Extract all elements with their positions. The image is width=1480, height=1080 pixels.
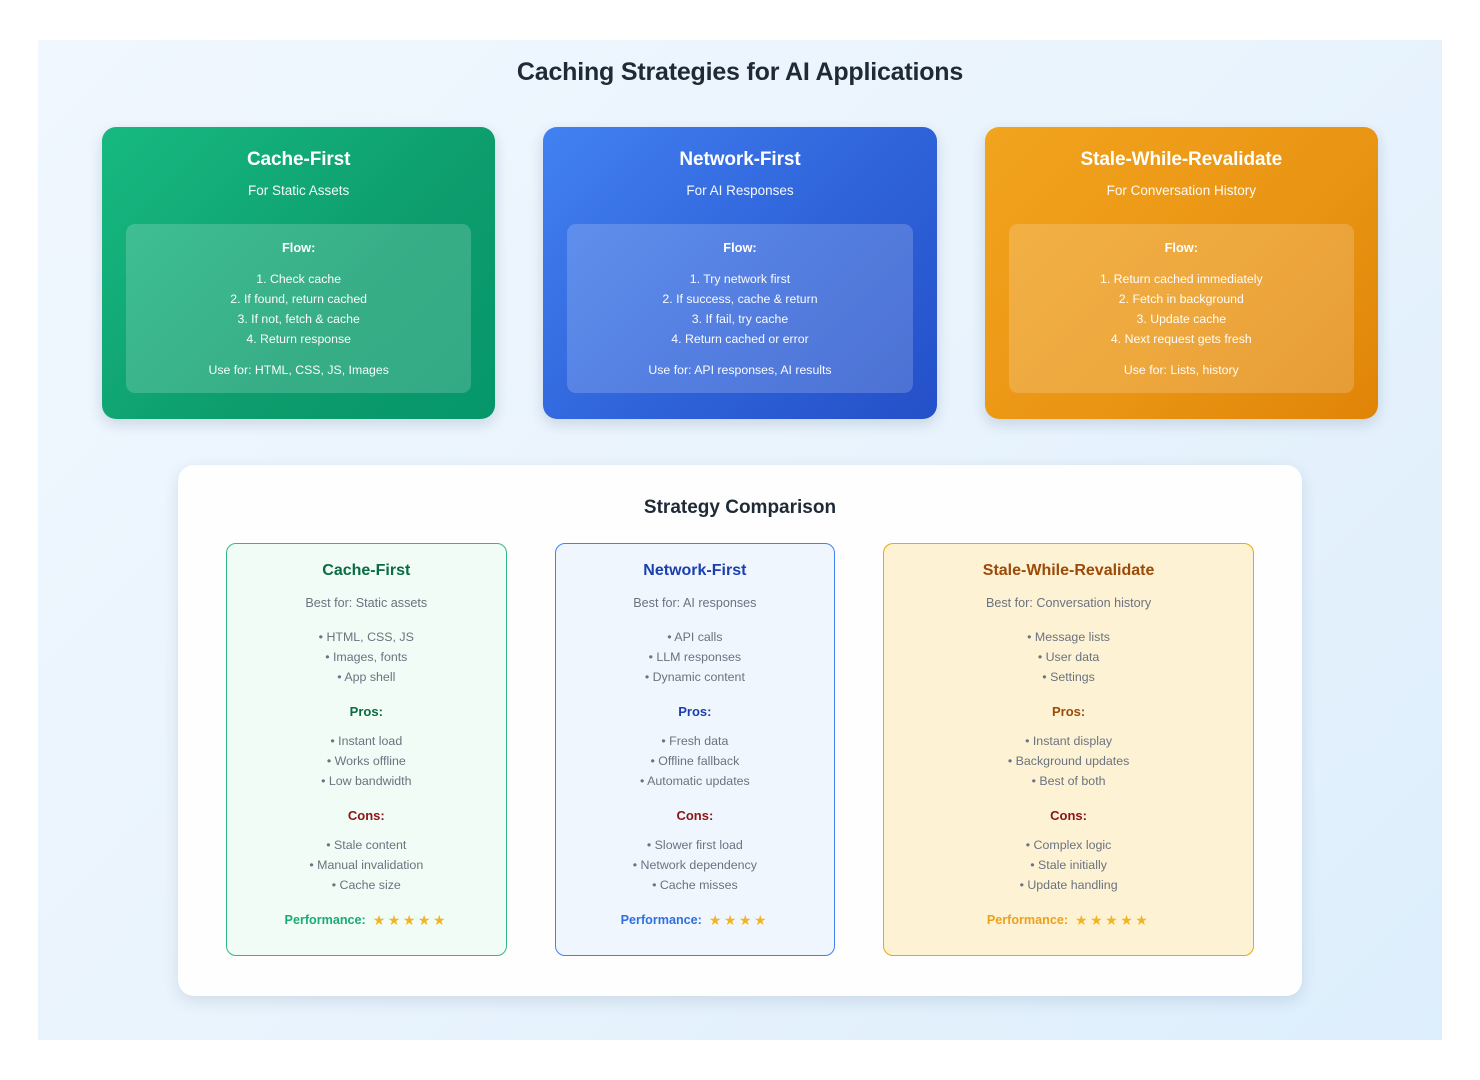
- pros-heading: Pros:: [678, 704, 712, 719]
- comparison-card-cache-first[interactable]: Cache-First Best for: Static assets • HT…: [226, 543, 507, 956]
- flow-step: 3. If fail, try cache: [691, 312, 789, 326]
- star-rating-icon: ★★★★★: [1075, 912, 1151, 928]
- list-item: • Offline fallback: [650, 754, 740, 768]
- flow-step: 1. Return cached immediately: [1099, 272, 1263, 286]
- list-item: • Works offline: [326, 754, 406, 768]
- comparison-best-for: Best for: Static assets: [305, 596, 428, 610]
- flow-step: 1. Check cache: [256, 272, 342, 286]
- pros-list: • Instant load • Works offline • Low ban…: [241, 731, 492, 791]
- cons-list: • Slower first load • Network dependency…: [570, 835, 821, 895]
- strategy-card-title: Network-First: [679, 149, 801, 170]
- comparison-best-for: Best for: Conversation history: [985, 596, 1152, 610]
- comparison-card-network-first[interactable]: Network-First Best for: AI responses • A…: [554, 543, 836, 956]
- list-item: • Background updates: [1007, 754, 1130, 768]
- flow-use-for: Use for: Lists, history: [1123, 363, 1239, 377]
- list-item: • Automatic updates: [640, 774, 750, 788]
- strategy-card-subtitle: For Conversation History: [1106, 183, 1256, 198]
- pros-list: • Fresh data • Offline fallback • Automa…: [570, 731, 821, 791]
- cons-list: • Complex logic • Stale initially • Upda…: [898, 835, 1239, 895]
- pros-heading: Pros:: [349, 704, 383, 719]
- list-item: • Complex logic: [1025, 838, 1112, 852]
- flow-step: 2. Fetch in background: [1118, 292, 1244, 306]
- performance-rating: Performance: ★★★★★: [241, 913, 492, 927]
- flow-box: Flow: 1. Check cache 2. If found, return…: [126, 224, 472, 393]
- strategy-card-title: Cache-First: [246, 149, 351, 170]
- strategy-comparison-panel: Strategy Comparison Cache-First Best for…: [178, 465, 1302, 996]
- cons-heading: Cons:: [676, 808, 714, 823]
- flow-step: 3. Update cache: [1136, 312, 1227, 326]
- strategy-card-subtitle: For AI Responses: [686, 183, 794, 198]
- use-case-list: • HTML, CSS, JS • Images, fonts • App sh…: [241, 627, 492, 687]
- performance-rating: Performance: ★★★★★: [898, 913, 1239, 927]
- comparison-card-title: Stale-While-Revalidate: [982, 562, 1155, 579]
- performance-rating: Performance: ★★★★: [570, 913, 821, 927]
- list-item: • Network dependency: [632, 858, 757, 872]
- comparison-card-title: Cache-First: [322, 562, 411, 579]
- performance-label: Performance:: [986, 913, 1069, 927]
- flow-box: Flow: 1. Try network first 2. If success…: [567, 224, 913, 393]
- comparison-best-for: Best for: AI responses: [633, 596, 757, 610]
- list-item: • Low bandwidth: [321, 774, 412, 788]
- list-item: • Slower first load: [646, 838, 743, 852]
- pros-heading: Pros:: [1051, 704, 1086, 719]
- list-item: • Stale content: [326, 838, 407, 852]
- page-title: Caching Strategies for AI Applications: [516, 58, 964, 86]
- flow-heading: Flow:: [281, 240, 316, 255]
- flow-use-for: Use for: HTML, CSS, JS, Images: [208, 363, 389, 377]
- list-item: • API calls: [667, 630, 723, 644]
- star-rating-icon: ★★★★★: [372, 912, 449, 928]
- list-item: • Best of both: [1031, 774, 1106, 788]
- strategy-card-title: Stale-While-Revalidate: [1080, 149, 1283, 170]
- comparison-card-stale-while-revalidate[interactable]: Stale-While-Revalidate Best for: Convers…: [883, 543, 1255, 956]
- flow-step: 2. If success, cache & return: [662, 292, 818, 306]
- list-item: • Update handling: [1019, 878, 1118, 892]
- list-item: • Stale initially: [1030, 858, 1107, 872]
- flow-heading: Flow:: [1164, 240, 1199, 255]
- card-spacer: [570, 927, 821, 937]
- flow-box: Flow: 1. Return cached immediately 2. Fe…: [1008, 224, 1354, 393]
- flow-step: 3. If not, fetch & cache: [237, 312, 360, 326]
- pros-list: • Instant display • Background updates •…: [898, 731, 1239, 791]
- use-case-list: • API calls • LLM responses • Dynamic co…: [570, 627, 821, 687]
- card-spacer: [241, 927, 492, 937]
- strategy-card-cache-first[interactable]: Cache-First For Static Assets Flow: 1. C…: [102, 127, 496, 419]
- cons-heading: Cons:: [1050, 808, 1087, 823]
- strategy-card-subtitle: For Static Assets: [248, 183, 350, 198]
- use-case-list: • Message lists • User data • Settings: [898, 627, 1239, 687]
- cons-heading: Cons:: [347, 808, 385, 823]
- flow-step: 4. Next request gets fresh: [1110, 332, 1252, 346]
- flow-step: 1. Try network first: [689, 272, 791, 286]
- flow-step: 2. If found, return cached: [230, 292, 368, 306]
- list-item: • Manual invalidation: [309, 858, 424, 872]
- card-spacer: [898, 927, 1239, 937]
- list-item: • Images, fonts: [325, 650, 408, 664]
- list-item: • Instant display: [1025, 734, 1113, 748]
- flow-step: 4. Return response: [246, 332, 351, 346]
- list-item: • LLM responses: [648, 650, 742, 664]
- list-item: • User data: [1037, 650, 1100, 664]
- performance-label: Performance:: [284, 913, 366, 927]
- list-item: • App shell: [337, 670, 396, 684]
- flow-heading: Flow:: [723, 240, 757, 255]
- list-item: • Dynamic content: [644, 670, 745, 684]
- page-canvas: Caching Strategies for AI Applications C…: [38, 40, 1442, 1040]
- strategy-card-network-first[interactable]: Network-First For AI Responses Flow: 1. …: [543, 127, 937, 419]
- list-item: • Cache misses: [652, 878, 738, 892]
- flow-use-for: Use for: API responses, AI results: [648, 363, 832, 377]
- comparison-section-title: Strategy Comparison: [643, 497, 837, 518]
- comparison-cards-row: Cache-First Best for: Static assets • HT…: [226, 543, 1255, 956]
- list-item: • Settings: [1042, 670, 1095, 684]
- comparison-card-title: Network-First: [643, 562, 747, 579]
- cons-list: • Stale content • Manual invalidation • …: [241, 835, 492, 895]
- strategy-cards-row: Cache-First For Static Assets Flow: 1. C…: [38, 127, 1442, 419]
- list-item: • Fresh data: [661, 734, 729, 748]
- flow-step: 4. Return cached or error: [671, 332, 809, 346]
- performance-label: Performance:: [620, 913, 702, 927]
- star-rating-icon: ★★★★: [708, 912, 770, 928]
- list-item: • Cache size: [331, 878, 401, 892]
- list-item: • Message lists: [1027, 630, 1110, 644]
- list-item: • Instant load: [330, 734, 403, 748]
- strategy-card-stale-while-revalidate[interactable]: Stale-While-Revalidate For Conversation …: [984, 127, 1378, 419]
- list-item: • HTML, CSS, JS: [318, 630, 414, 644]
